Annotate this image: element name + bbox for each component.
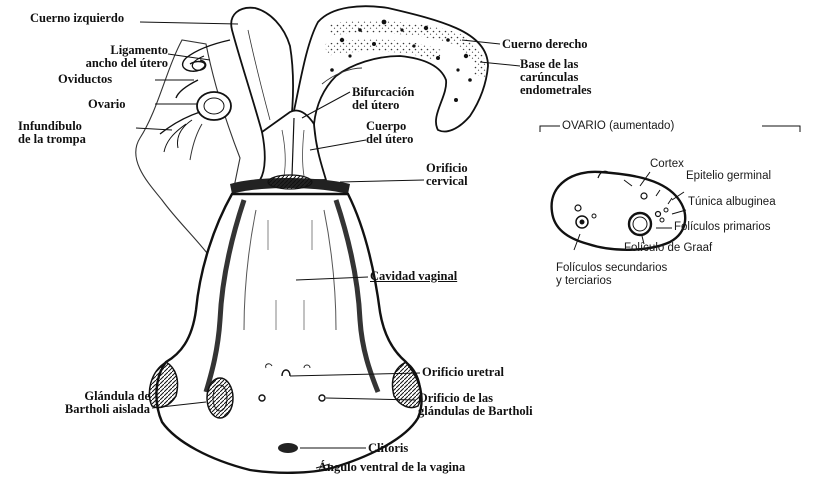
inset-label-foliculos-primarios: Folículos primarios [674, 221, 771, 234]
inset-label-foliculos-secundarios: Folículos secundarios y terciarios [556, 262, 667, 288]
left-uterine-horn [231, 8, 293, 132]
inset-title: OVARIO (aumentado) [562, 120, 674, 133]
label-orificio-uretral: Orificio uretral [422, 366, 504, 379]
label-orificio-cervical: Orificio cervical [426, 162, 468, 188]
vulvar-flap-right [393, 362, 421, 408]
inset-label-epitelio: Epitelio germinal [686, 170, 771, 183]
vulvar-flap-left [149, 362, 177, 408]
label-clitoris: Clitoris [368, 442, 408, 455]
label-ovario: Ovario [88, 98, 126, 111]
label-glandula-bartholi: Glándula de Bartholi aislada [14, 390, 150, 416]
label-infundibulo: Infundíbulo de la trompa [18, 120, 86, 146]
label-orificio-glandulas: Orificio de las glándulas de Bartholi [418, 392, 533, 418]
inset-ovary-outline [552, 172, 686, 250]
clitoris-shape [278, 443, 298, 453]
bartholin-gland [207, 378, 233, 418]
label-cuerpo-utero: Cuerpo del útero [366, 120, 413, 146]
inset-label-tunica: Túnica albuginea [688, 196, 776, 209]
vagina [156, 194, 421, 473]
inset-label-cortex: Cortex [650, 158, 684, 171]
label-cuerno-derecho: Cuerno derecho [502, 38, 588, 51]
label-angulo-ventral: Ángulo ventral de la vagina [318, 461, 465, 474]
inset-label-foliculo-graaf: Folículo de Graaf [624, 242, 712, 255]
label-ligamento: Ligamento ancho del útero [28, 44, 168, 70]
label-cavidad-vaginal: Cavidad vaginal [370, 270, 457, 283]
left-ovary [197, 92, 231, 120]
cervical-orifice [268, 175, 312, 189]
label-cuerno-izquierdo: Cuerno izquierdo [30, 12, 124, 25]
label-bifurcacion: Bifurcación del útero [352, 86, 414, 112]
label-oviductos: Oviductos [58, 73, 112, 86]
label-base-carunculas: Base de las carúnculas endometrales [520, 58, 592, 97]
